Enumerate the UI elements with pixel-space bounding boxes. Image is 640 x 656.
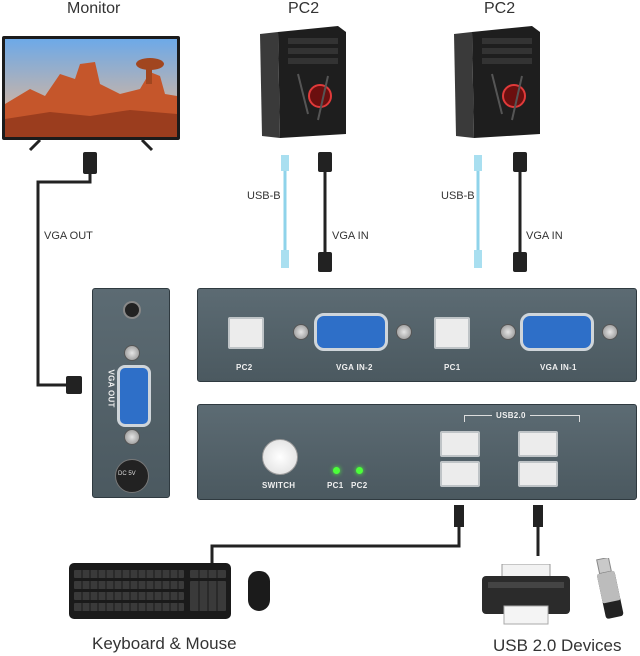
led-pc2-label: PC2 [351,481,368,490]
side-vga-out-label: VGA OUT [106,369,116,408]
vga-in-1-port [520,313,594,351]
monitor-label: Monitor [67,0,121,17]
usb20-label: USB2.0 [492,411,530,420]
port-label-vga-in-2: VGA IN-2 [336,363,373,372]
monitor [0,34,182,152]
switch-label: SWITCH [262,481,296,490]
usb-b-port-pc1 [434,317,470,349]
vga-in-label-left: VGA IN [332,230,369,242]
mouse [248,571,270,611]
port-label-pc1: PC1 [444,363,461,372]
kvm-front-panel: SWITCH PC1 PC2 USB2.0 [197,404,637,500]
keyboard [68,562,232,620]
dc-badge-label: DC 5V [118,471,136,477]
vga-in-2-port [314,313,388,351]
pc-right-label: PC2 [484,0,516,17]
printer [478,563,574,626]
screw [124,345,140,361]
led-pc1-label: PC1 [327,481,344,490]
pc-tower-right [452,24,544,140]
screw [500,324,516,340]
pc-tower-left [258,24,350,140]
port-label-pc2: PC2 [236,363,253,372]
dc-badge [115,459,149,493]
screw [293,324,309,340]
led-pc1 [333,467,340,474]
usb-b-port-pc2 [228,317,264,349]
port-label-vga-in-1: VGA IN-1 [540,363,577,372]
kvm-back-panel: PC2 VGA IN-2 PC1 VGA IN-1 [197,288,637,382]
usb-devices-label: USB 2.0 Devices [493,636,622,655]
usb-flash-drive [594,556,624,620]
vga-in-label-right: VGA IN [526,230,563,242]
usb-a-port[interactable] [518,431,558,457]
kvm-side-panel: VGA OUT DC 5V [92,288,170,498]
led-pc2 [356,467,363,474]
usb-a-port[interactable] [440,431,480,457]
vga-out-cable-label: VGA OUT [44,230,93,242]
usb-b-label-right: USB-B [441,190,475,202]
pc-left-label: PC2 [288,0,320,17]
keyboard-mouse-label: Keyboard & Mouse [92,634,237,653]
usb-b-label-left: USB-B [247,190,281,202]
power-jack [123,301,141,319]
switch-button[interactable] [262,439,298,475]
screw [602,324,618,340]
usb-a-port[interactable] [440,461,480,487]
vga-out-port [117,365,151,427]
usb-a-port[interactable] [518,461,558,487]
screw [124,429,140,445]
screw [396,324,412,340]
